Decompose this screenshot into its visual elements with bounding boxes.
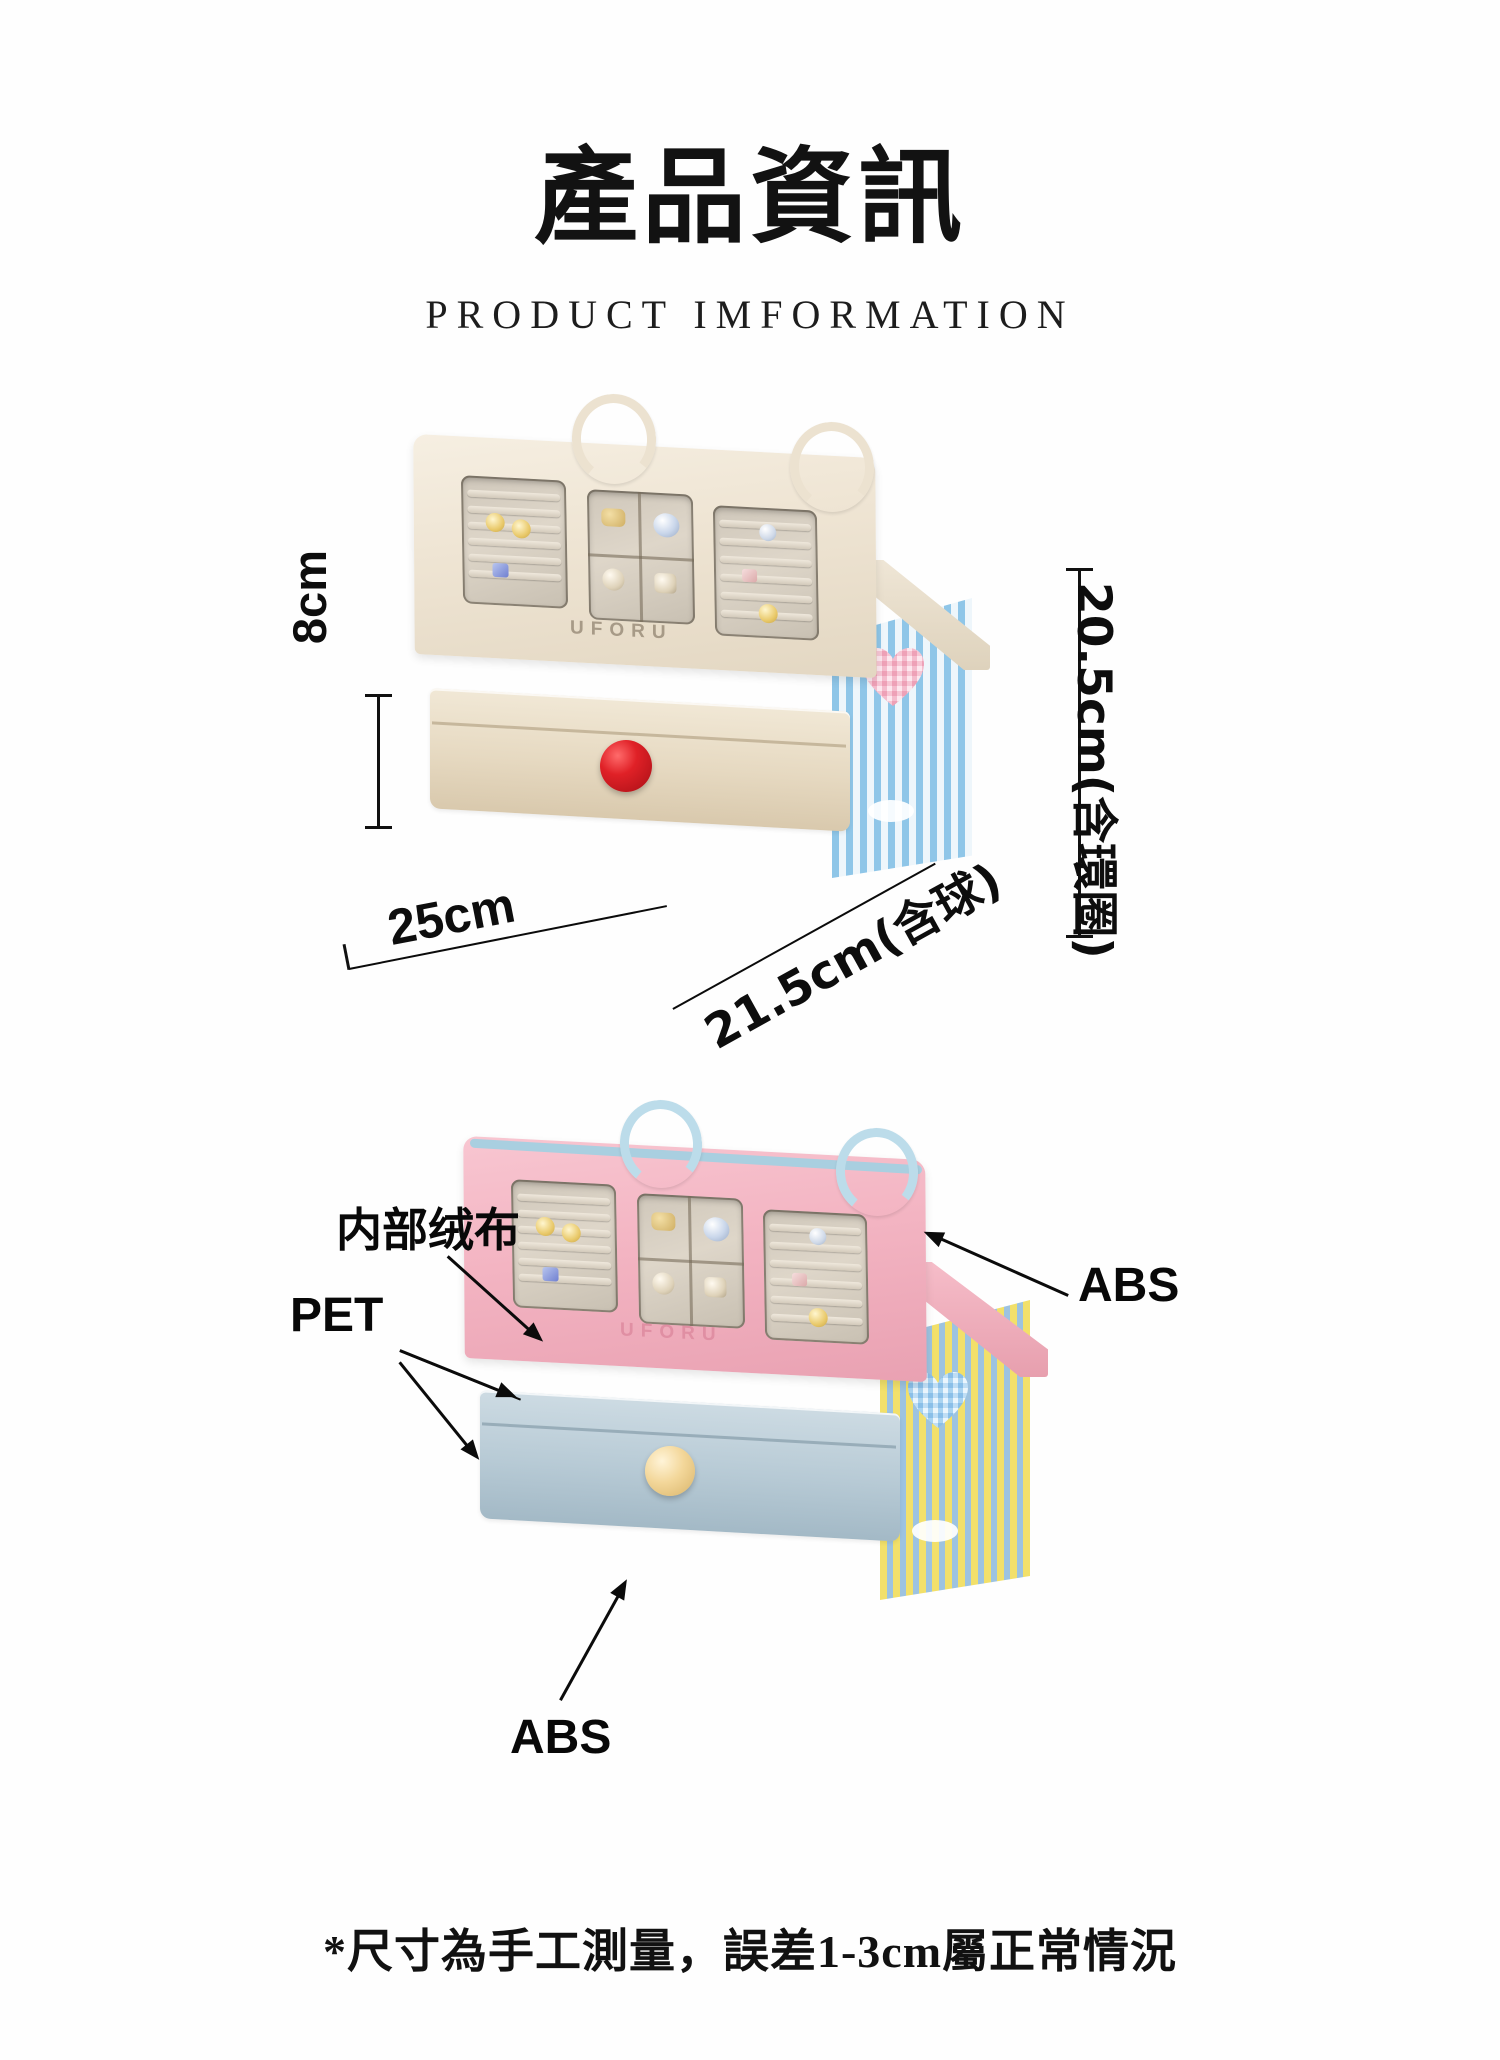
page-subtitle: PRODUCT IMFORMATION [425, 292, 1075, 337]
footer-disclaimer: *尺寸為手工測量，誤差1-3cm屬正常情況 [322, 1926, 1178, 1977]
box2-window-right [762, 1209, 870, 1345]
box2-drawer-knob[interactable] [645, 1446, 695, 1496]
callout-pet-label: PET [290, 1289, 384, 1342]
figure-dimensions: UFORU 8cm 25cm 21.5cm(含球) 20.5cm(含環圈) [0, 0, 1500, 1061]
callout-abs-roof-label: ABS [1078, 1259, 1180, 1312]
box2-window-center [636, 1193, 746, 1329]
dim-height-cap-bottom [365, 826, 392, 829]
callout-abs-knob-label: ABS [510, 1711, 612, 1764]
box2-sticker [912, 1520, 958, 1542]
dim-total-height-cap-top [1066, 568, 1093, 571]
page-header: 產品資訊 PRODUCT IMFORMATION [0, 0, 1500, 338]
box2-window-left [510, 1179, 619, 1313]
box1-sticker [868, 800, 914, 822]
callout-abs-knob-arrow [559, 1575, 634, 1701]
dim-height-cap-top [365, 694, 392, 697]
callout-velvet-label: 内部绒布 [336, 1203, 520, 1257]
dim-total-height-cap-bottom [1066, 935, 1093, 938]
dim-height-line [377, 694, 380, 829]
box1-drawer-knob[interactable] [600, 740, 652, 792]
dim-total-height-line [1078, 568, 1081, 938]
page-title: 產品資訊 [533, 136, 966, 258]
